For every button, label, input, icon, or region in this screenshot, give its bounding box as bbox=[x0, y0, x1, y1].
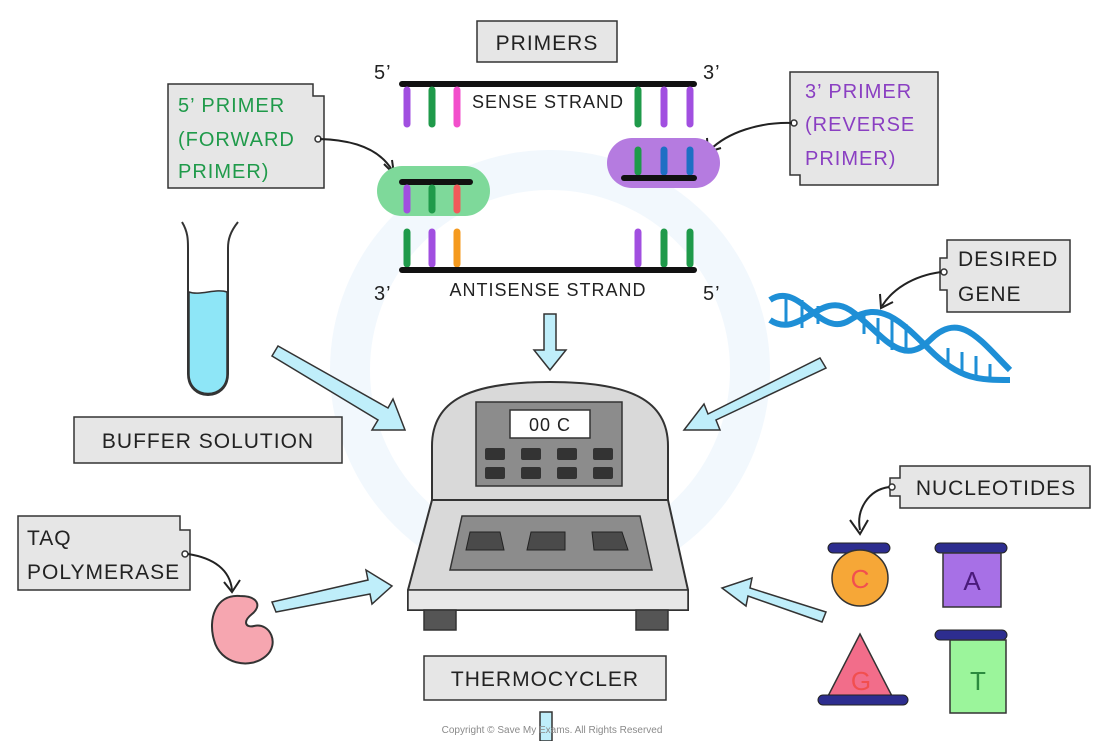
dna-helix-icon bbox=[768, 292, 1013, 383]
arrow-gene-to-thermocycler bbox=[682, 357, 828, 431]
svg-text:3’ PRIMER: 3’ PRIMER bbox=[805, 81, 912, 103]
test-tube-icon bbox=[181, 221, 239, 396]
primers-label: PRIMERS bbox=[476, 20, 618, 63]
buffer-solution-label: BUFFER SOLUTION bbox=[73, 416, 343, 464]
svg-text:A: A bbox=[963, 566, 981, 596]
svg-text:5’: 5’ bbox=[374, 62, 392, 84]
antisense-strand: 3’ 5’ ANTISENSE STRAND bbox=[374, 228, 721, 305]
reverse-primer bbox=[607, 138, 720, 188]
svg-text:C: C bbox=[851, 564, 870, 594]
arrow-nucleotides-to-thermocycler bbox=[720, 576, 827, 623]
nucleotide-a: A bbox=[934, 542, 1008, 608]
svg-text:NUCLEOTIDES: NUCLEOTIDES bbox=[916, 477, 1076, 500]
sense-strand: 5’ 3’ SENSE STRAND bbox=[374, 62, 721, 128]
svg-text:5’: 5’ bbox=[703, 283, 721, 305]
arrow-buffer-to-thermocycler bbox=[270, 344, 407, 431]
nucleotide-t: T bbox=[934, 629, 1008, 714]
svg-text:PRIMER): PRIMER) bbox=[805, 148, 896, 170]
svg-text:5’ PRIMER: 5’ PRIMER bbox=[178, 95, 285, 117]
forward-primer bbox=[377, 166, 490, 216]
nucleotide-g: G bbox=[817, 632, 909, 706]
svg-text:TAQ: TAQ bbox=[27, 527, 72, 550]
nucleotide-c: C bbox=[827, 542, 891, 607]
thermocycler-icon: 00 C bbox=[407, 380, 689, 631]
thermocycler-label: THERMOCYCLER bbox=[423, 655, 667, 701]
svg-text:(REVERSE: (REVERSE bbox=[805, 114, 915, 136]
svg-text:3’: 3’ bbox=[703, 62, 721, 84]
forward-primer-label: 5’ PRIMER (FORWARD PRIMER) bbox=[167, 83, 396, 189]
svg-text:00 C: 00 C bbox=[529, 415, 571, 435]
arrow-thermocycler-down bbox=[539, 711, 553, 741]
svg-text:SENSE STRAND: SENSE STRAND bbox=[472, 92, 624, 112]
svg-text:G: G bbox=[851, 666, 871, 696]
svg-text:GENE: GENE bbox=[958, 283, 1022, 306]
svg-text:THERMOCYCLER: THERMOCYCLER bbox=[451, 668, 639, 691]
nucleotides-label: NUCLEOTIDES bbox=[849, 465, 1091, 536]
svg-text:T: T bbox=[970, 666, 986, 696]
arrow-primers-to-thermocycler bbox=[532, 313, 568, 372]
taq-polymerase-label: TAQ POLYMERASE bbox=[17, 515, 241, 594]
svg-text:3’: 3’ bbox=[374, 283, 392, 305]
thermocycler-buttons bbox=[485, 448, 613, 479]
svg-text:(FORWARD: (FORWARD bbox=[178, 129, 295, 151]
enzyme-icon bbox=[210, 594, 274, 665]
svg-text:DESIRED: DESIRED bbox=[958, 248, 1058, 271]
svg-text:PRIMER): PRIMER) bbox=[178, 161, 269, 183]
svg-text:BUFFER SOLUTION: BUFFER SOLUTION bbox=[102, 430, 314, 453]
svg-text:POLYMERASE: POLYMERASE bbox=[27, 561, 180, 584]
svg-text:PRIMERS: PRIMERS bbox=[496, 32, 599, 55]
reverse-primer-label: 3’ PRIMER (REVERSE PRIMER) bbox=[706, 71, 939, 186]
thermocycler-display: 00 C bbox=[509, 409, 591, 439]
arrow-taq-to-thermocycler bbox=[270, 568, 394, 613]
desired-gene-label: DESIRED GENE bbox=[879, 239, 1071, 313]
copyright-text: Copyright © Save My Exams. All Rights Re… bbox=[442, 725, 663, 736]
svg-text:ANTISENSE STRAND: ANTISENSE STRAND bbox=[449, 280, 646, 300]
